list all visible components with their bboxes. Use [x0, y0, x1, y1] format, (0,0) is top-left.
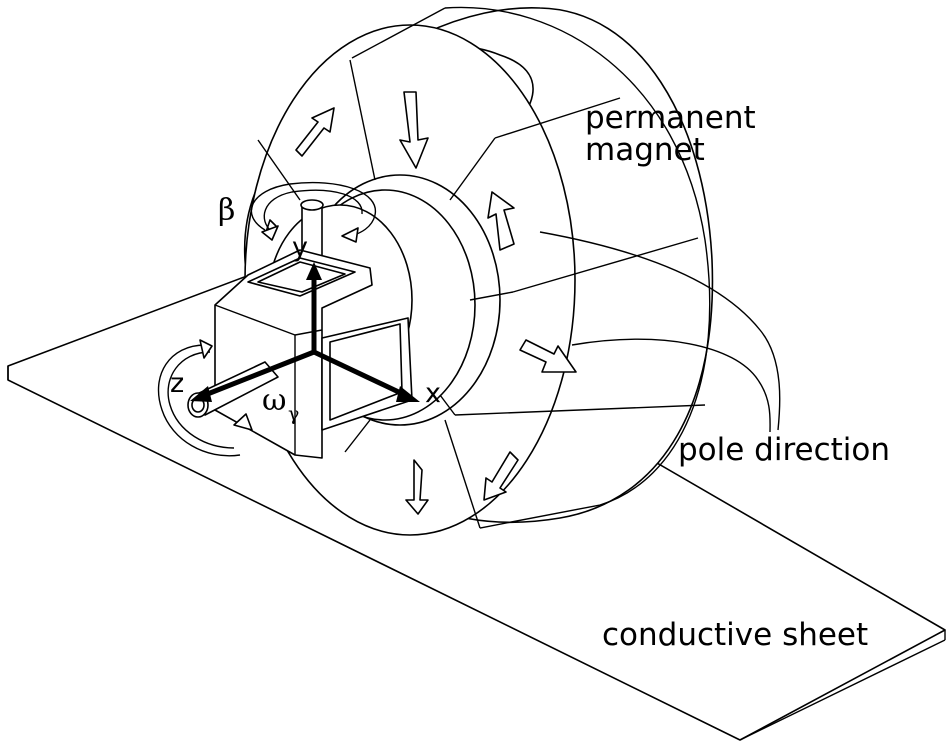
pole-direction-label: pole direction — [678, 432, 890, 468]
conductive-sheet-label: conductive sheet — [602, 617, 868, 653]
omega-label: ω — [262, 383, 286, 418]
gamma-subscript-label: γ — [288, 403, 299, 425]
omega-rotation-arrow — [157, 339, 253, 457]
permanent-magnet-label-line2: magnet — [585, 132, 705, 168]
carriage-block — [214, 249, 413, 459]
pole-arrow-5 — [483, 451, 519, 501]
beta-label: β — [218, 193, 235, 228]
coordinate-axes — [190, 262, 420, 402]
axis-y-label: y — [292, 232, 308, 263]
permanent-magnet-label-line1: permanent — [585, 100, 756, 136]
pole-direction-leaders — [539, 231, 781, 433]
pole-arrow-4 — [519, 339, 577, 373]
pole-arrow-2 — [399, 91, 429, 169]
beta-rotation-arrow — [250, 181, 376, 243]
pole-arrow-3 — [487, 191, 515, 251]
pole-arrow-1 — [295, 107, 335, 157]
pole-arrow-6 — [405, 459, 429, 515]
axis-z-label: z — [170, 368, 184, 399]
axis-x-label: x — [425, 378, 441, 409]
